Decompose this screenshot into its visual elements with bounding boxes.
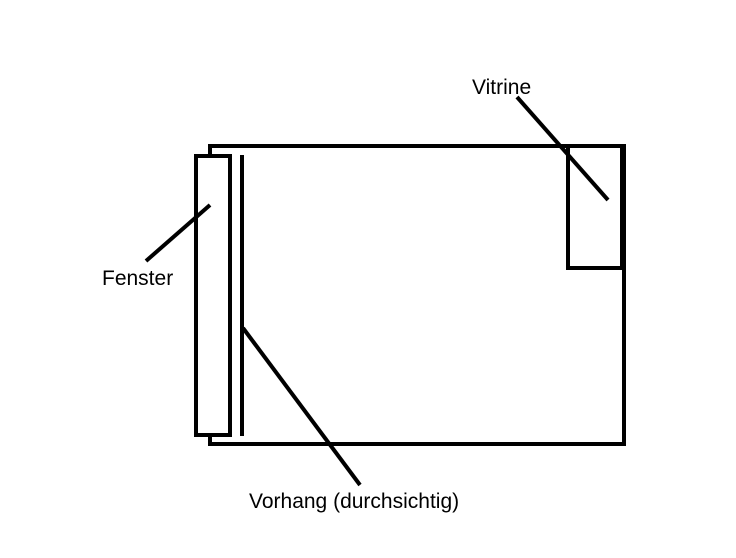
window-leader-line [144,203,212,263]
cabinet-leader-line [515,95,610,202]
display-cabinet [566,144,624,270]
window-frame [194,154,232,437]
curtain-label: Vorhang (durchsichtig) [249,490,459,513]
display-cabinet-label: Vitrine [472,76,531,99]
curtain-leader-line [241,326,362,487]
window-label: Fenster [102,267,173,290]
room-outline [208,144,626,446]
